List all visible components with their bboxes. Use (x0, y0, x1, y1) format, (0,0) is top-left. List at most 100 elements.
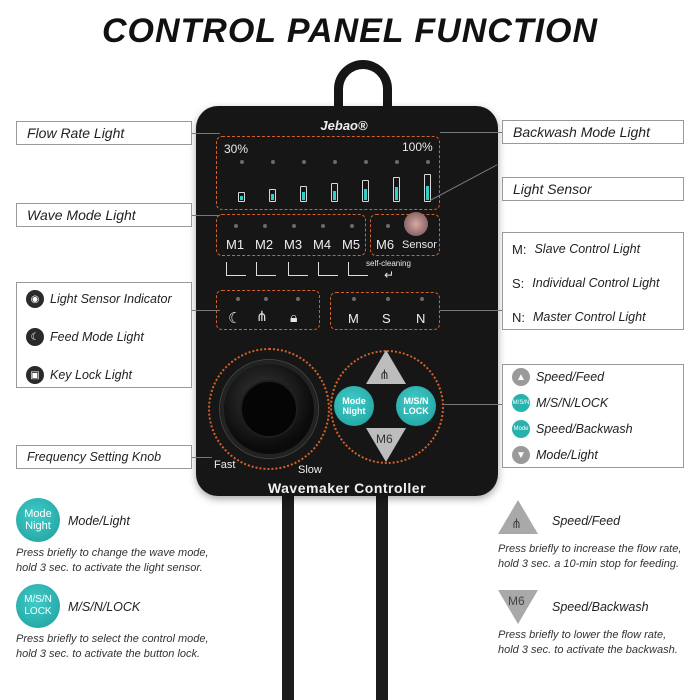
lock-led (296, 297, 300, 301)
mode-night-text-1: Mode (342, 396, 366, 406)
fish-triangle-icon: ▲ (512, 368, 530, 386)
button-row: ▼Mode/Light (512, 444, 598, 466)
mode-label-m4: M4 (313, 237, 332, 252)
control-label-m: M (348, 311, 359, 326)
legend-speed-feed-title: Speed/Feed (552, 514, 621, 528)
page-title: CONTROL PANEL FUNCTION (101, 12, 599, 50)
return-arrow-icon: ↵ (384, 268, 395, 282)
control-mode-desc: Individual Control Light (532, 276, 660, 290)
flow-level-bar (424, 174, 431, 202)
wave-mode-zone (216, 214, 366, 256)
sensor-label: Sensor (402, 239, 437, 251)
moon-icon: ☾ (26, 328, 44, 346)
knob-ring (208, 348, 330, 470)
flow-step-led (426, 160, 430, 164)
flow-rate-zone (216, 136, 440, 210)
legend-mode-light-desc: Press briefly to change the wave mode, h… (16, 546, 209, 576)
indicator-row: ◉Light Sensor Indicator (26, 288, 172, 310)
control-label-s: S (382, 311, 391, 326)
control-mode-key: N: (512, 309, 525, 325)
legend-mode-night-text-2: Night (25, 520, 51, 532)
callout-control-modes (502, 232, 684, 330)
mode-night-button[interactable]: Mode Night (334, 386, 374, 426)
m6-button-label: M6 (376, 432, 393, 446)
feed-led (236, 297, 240, 301)
indicator-row: ☾ Feed Mode Light (26, 326, 144, 348)
brand-logo: Jebao® (320, 118, 368, 133)
mode-label-m1: M1 (226, 237, 245, 252)
moon-icon: ☾ (228, 310, 242, 327)
flow-level-bar (238, 192, 245, 202)
msn-lock-text-1: M/S/N (403, 396, 429, 406)
msn-lock-button[interactable]: M/S/N LOCK (396, 386, 436, 426)
control-mode-key: M: (512, 241, 527, 257)
fish-triangle-icon: ⋔ (379, 367, 390, 382)
flow-max-label: 100% (402, 140, 433, 154)
legend-m6-icon (498, 590, 538, 624)
flow-level-bar (300, 186, 307, 202)
callout-wave-mode-light: Wave Mode Light (16, 203, 192, 227)
control-label-n: N (416, 311, 426, 326)
mode-label-m2: M2 (255, 237, 274, 252)
legend-m6-text: M6 (508, 594, 525, 608)
button-row: M/S/N M/S/N/LOCK (512, 392, 608, 414)
backwash-sensor-zone (370, 214, 440, 256)
connector-frequency-knob (192, 457, 212, 458)
button-row-label: Speed/Backwash (536, 422, 633, 436)
lock-icon: ▣ (26, 366, 44, 384)
connector-buttons (444, 404, 502, 405)
speed-feed-button[interactable] (366, 350, 406, 384)
legend-mode-light-desc-1: Press briefly to change the wave mode, (16, 547, 209, 559)
wave-tide-icon (348, 262, 368, 276)
wave-random-icon (318, 262, 338, 276)
flow-level-bar (269, 189, 276, 202)
legend-mode-light-desc-2: hold 3 sec. to activate the light sensor… (16, 562, 203, 574)
power-cable-right (376, 492, 388, 700)
flow-step-led (333, 160, 337, 164)
callout-light-sensor: Light Sensor (502, 177, 684, 201)
flow-level-bar (393, 177, 400, 202)
legend-speed-feed-icon (498, 500, 538, 534)
legend-speed-feed-desc: Press briefly to increase the flow rate,… (498, 542, 681, 572)
indicator-row: ▣Key Lock Light (26, 364, 132, 386)
indicator-row-label: Light Sensor Indicator (50, 292, 172, 306)
mode-label-m3: M3 (284, 237, 303, 252)
callout-frequency-knob: Frequency Setting Knob (16, 445, 192, 469)
msn-lock-icon: M/S/N (512, 394, 530, 412)
button-row: ▲ Speed/Feed (512, 366, 604, 388)
button-row-label: Mode/Light (536, 448, 598, 462)
frequency-knob-cap[interactable] (240, 380, 298, 438)
connector-wave-mode (192, 215, 220, 216)
mode-led-m3 (292, 224, 296, 228)
legend-msn-lock-desc: Press briefly to select the control mode… (16, 632, 209, 662)
legend-mode-light-title: Mode/Light (68, 514, 130, 528)
sensor-indicator-led (264, 297, 268, 301)
control-mode-row: N: Master Control Light (512, 306, 646, 328)
callout-indicators (16, 282, 192, 388)
flow-step-led (364, 160, 368, 164)
connector-flow-rate (192, 133, 220, 134)
flow-step-led (271, 160, 275, 164)
callout-backwash-mode-light: Backwash Mode Light (502, 120, 684, 144)
button-row-label: Speed/Feed (536, 370, 605, 384)
fast-label: Fast (214, 459, 236, 471)
mode-m6-led (386, 224, 390, 228)
wave-constant-icon (226, 262, 246, 276)
legend-speed-backwash-desc-1: Press briefly to lower the flow rate, (498, 629, 667, 641)
legend-msn-lock-desc-2: hold 3 sec. to activate the button lock. (16, 648, 201, 660)
mode-label-m5: M5 (342, 237, 361, 252)
control-mode-desc: Master Control Light (533, 310, 646, 324)
flow-step-led (240, 160, 244, 164)
m6-button[interactable] (366, 428, 406, 462)
power-cable-left (282, 492, 294, 700)
mode-led-m4 (321, 224, 325, 228)
connector-indicators (192, 310, 220, 311)
indicator-row-label: Feed Mode Light (50, 330, 144, 344)
callout-buttons (502, 364, 684, 468)
button-row-label: M/S/N/LOCK (536, 396, 609, 410)
legend-speed-backwash-desc-2: hold 3 sec. to activate the backwash. (498, 644, 678, 656)
wave-pulse-icon (256, 262, 276, 276)
legend-msn-lock-text-2: LOCK (24, 606, 52, 617)
slow-label: Slow (298, 464, 322, 476)
